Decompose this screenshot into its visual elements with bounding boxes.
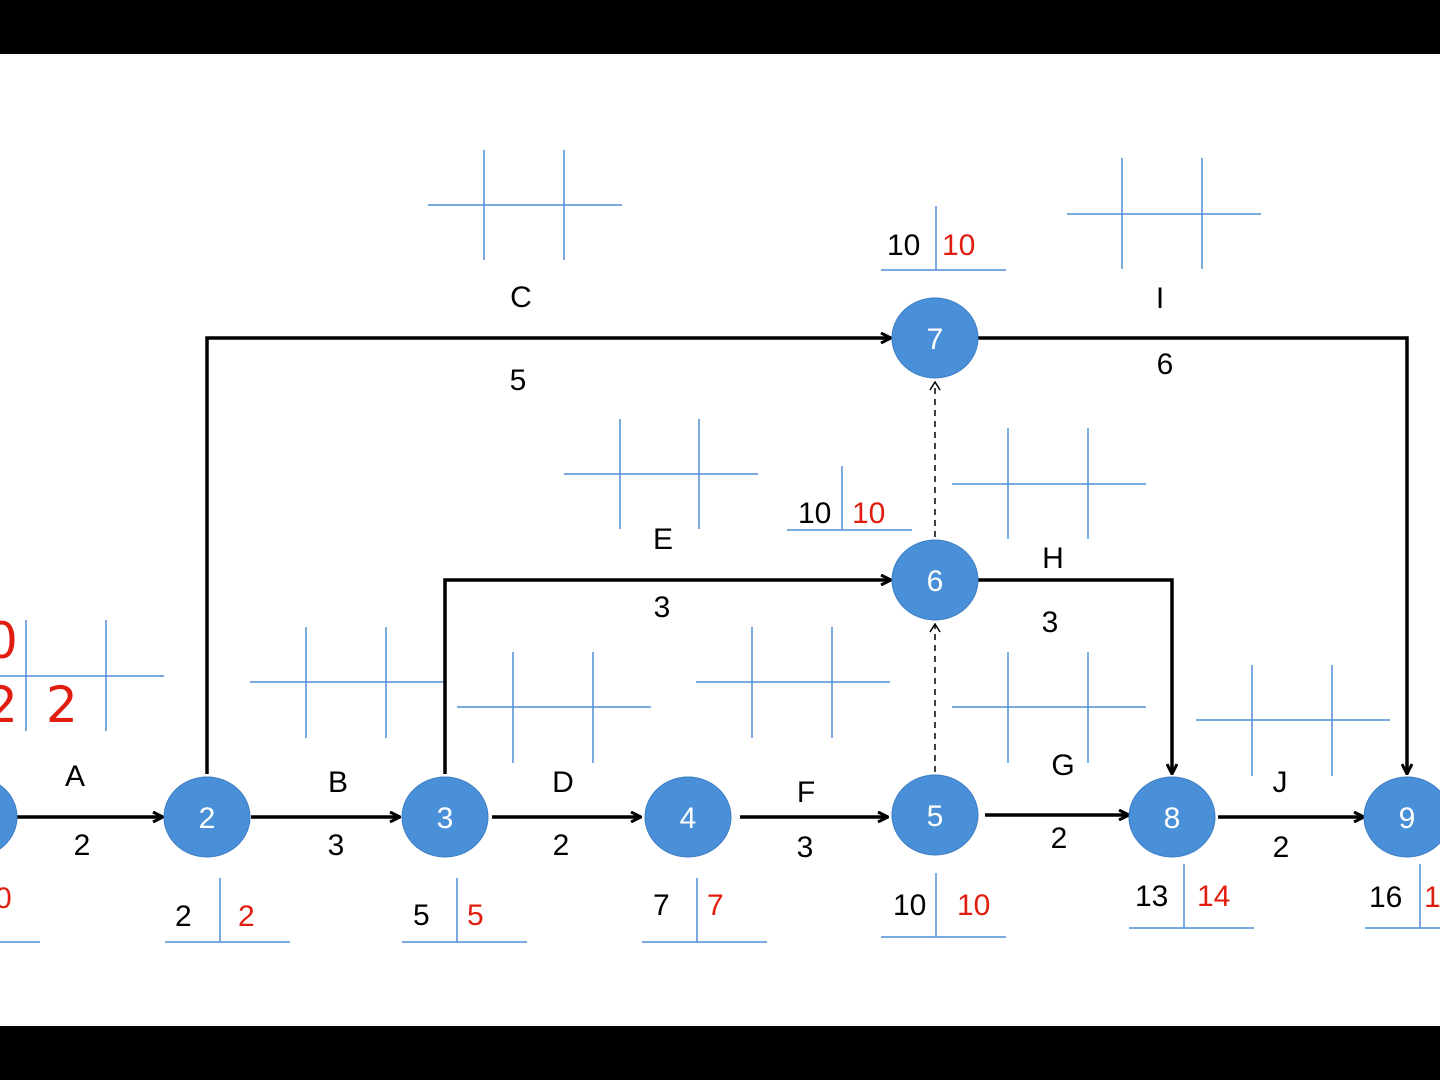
earliest-time-node-7: 10 [887, 229, 920, 262]
activity-arrow-i [978, 336, 1407, 774]
event-time-table-node-8 [1129, 864, 1254, 929]
activity-name-g: G [1051, 749, 1074, 782]
handwritten-mark-bottom-left: 2 [0, 676, 18, 734]
activity-duration-e: 3 [654, 591, 671, 624]
handwritten-mark-top: 0 [0, 612, 18, 670]
node-circle [1128, 776, 1216, 858]
node-circle [401, 776, 489, 858]
node-circle [891, 297, 979, 379]
node-circle [644, 776, 732, 858]
node-number: 5 [927, 800, 944, 833]
empty-grid-table [952, 428, 1146, 539]
earliest-time-node-9: 16 [1369, 881, 1402, 914]
earliest-time-node-2: 2 [175, 900, 192, 933]
event-time-table-node-5 [881, 873, 1006, 938]
activity-name-a: A [65, 760, 85, 793]
event-node-5: 5 [891, 774, 979, 856]
activity-duration-h: 3 [1042, 606, 1059, 639]
activity-duration-c: 5 [510, 364, 527, 397]
activity-name-j: J [1273, 766, 1288, 799]
empty-grid-table [564, 419, 758, 529]
node-number: 8 [1164, 802, 1181, 835]
latest-time-node-8: 14 [1197, 880, 1230, 913]
activity-arrow-e [443, 580, 891, 774]
event-node-7: 7 [891, 297, 979, 379]
empty-grid-table [696, 627, 890, 738]
handwritten-mark-bottom-right: 2 [46, 676, 78, 734]
node-number: 7 [927, 323, 944, 356]
node-circle [163, 776, 251, 858]
event-nodes: 2 3 4 5 6 7 8 9 [0, 297, 1440, 858]
empty-grid-table [457, 652, 651, 763]
event-time-table-node-3 [402, 878, 527, 943]
node-circle [1363, 776, 1440, 858]
event-node-9: 9 [1363, 776, 1440, 858]
activity-arrow-h [978, 578, 1172, 774]
event-node-2: 2 [163, 776, 251, 858]
earliest-time-node-6: 10 [798, 497, 831, 530]
activity-name-d: D [552, 766, 574, 799]
empty-grid-table [428, 150, 622, 260]
empty-grid-table [1196, 665, 1390, 776]
activity-name-e: E [653, 523, 673, 556]
activity-name-c: C [510, 281, 532, 314]
latest-time-node-4: 7 [707, 889, 724, 922]
node-number: 6 [927, 565, 944, 598]
activity-name-b: B [328, 766, 348, 799]
activity-name-h: H [1042, 542, 1064, 575]
empty-grid-tables [0, 150, 1390, 776]
latest-time-node-6: 10 [852, 497, 885, 530]
node-number: 3 [437, 802, 454, 835]
empty-grid-table [952, 652, 1146, 763]
activity-arrow-c [205, 338, 891, 774]
empty-grid-table [250, 627, 444, 738]
latest-time-node-3: 5 [467, 899, 484, 932]
activity-duration-i: 6 [1157, 348, 1174, 381]
latest-time-node-2: 2 [238, 900, 255, 933]
empty-grid-table [1067, 158, 1261, 269]
event-time-table-node-7 [881, 206, 1006, 271]
latest-time-node-5: 10 [957, 889, 990, 922]
event-node-1 [0, 784, 18, 850]
activity-duration-b: 3 [328, 829, 345, 862]
activity-name-f: F [797, 776, 815, 809]
event-node-3: 3 [401, 776, 489, 858]
event-time-table-node-4 [642, 878, 767, 943]
activity-duration-j: 2 [1273, 831, 1290, 864]
event-node-6: 6 [891, 539, 979, 621]
earliest-time-node-3: 5 [413, 899, 430, 932]
activity-duration-a: 2 [74, 829, 91, 862]
event-node-8: 8 [1128, 776, 1216, 858]
latest-time-node-7: 10 [942, 229, 975, 262]
empty-grid-table [0, 620, 164, 731]
latest-time-node-9: 1 [1424, 881, 1440, 914]
node-number: 2 [199, 802, 216, 835]
activity-duration-d: 2 [553, 829, 570, 862]
activity-arrows [17, 338, 1407, 817]
event-time-tables [0, 206, 1440, 943]
earliest-time-node-8: 13 [1135, 880, 1168, 913]
event-time-table-node-6 [787, 466, 912, 531]
node-circle [0, 784, 18, 850]
event-time-table-node-9 [1365, 864, 1440, 929]
event-time-table-node-1 [0, 941, 40, 943]
handwritten-annotations: 0 2 2 [0, 612, 78, 734]
activity-name-i: I [1156, 282, 1164, 315]
activity-duration-f: 3 [797, 831, 814, 864]
node-number: 4 [680, 802, 697, 835]
activity-duration-g: 2 [1051, 822, 1068, 855]
node-circle [891, 539, 979, 621]
node-circle [891, 774, 979, 856]
event-time-table-node-2 [165, 878, 290, 943]
event-node-4: 4 [644, 776, 732, 858]
earliest-time-node-4: 7 [653, 889, 670, 922]
latest-time-node-1: 0 [0, 882, 12, 915]
earliest-time-node-5: 10 [893, 889, 926, 922]
node-number: 9 [1399, 802, 1416, 835]
